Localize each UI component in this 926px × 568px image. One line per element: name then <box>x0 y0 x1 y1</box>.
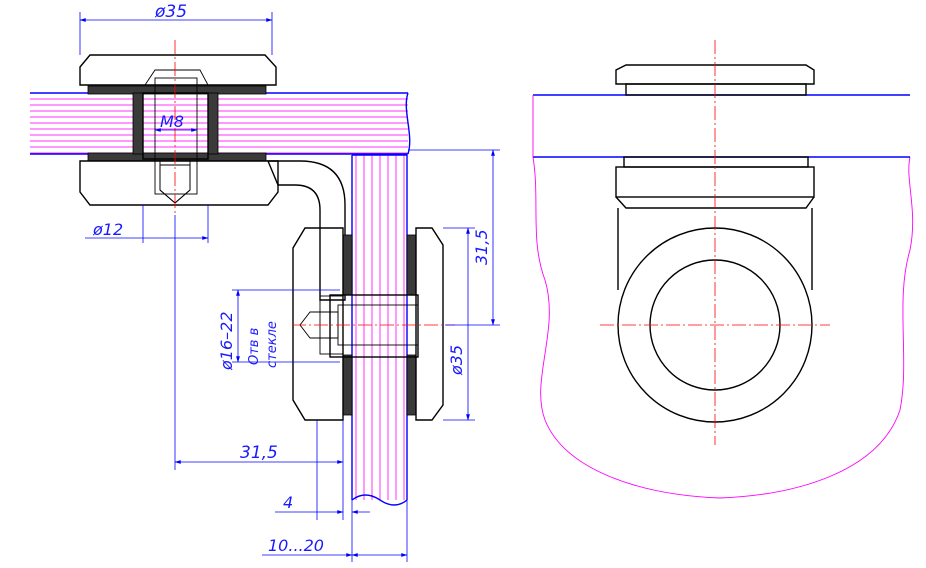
dim-hole-diameter: ø16–22 <box>217 311 236 371</box>
sleeve-left <box>132 92 144 155</box>
dim-top-diameter: ø35 <box>154 2 187 22</box>
dim-bolt-diameter: ø12 <box>92 220 123 239</box>
top-gasket <box>87 85 267 95</box>
dim-height: 31,5 <box>472 229 491 265</box>
dim-clamp-diameter: ø35 <box>447 345 466 376</box>
hole-note-line1: Отв в <box>247 328 262 365</box>
upper-glass-section <box>30 92 411 155</box>
lower-clamp <box>79 160 279 206</box>
hole-note-line2: стекле <box>265 321 280 368</box>
vgasket-ld <box>342 354 353 416</box>
vertical-bolt <box>299 294 419 358</box>
bent-arm <box>266 160 346 301</box>
bottom-gasket <box>87 152 267 162</box>
dimension-lines <box>79 12 500 562</box>
vertical-glass <box>351 154 408 506</box>
right-view <box>532 40 914 499</box>
top-cap <box>79 54 277 86</box>
right-disk <box>415 227 444 421</box>
vgasket-rd <box>406 354 417 416</box>
dim-offset: 31,5 <box>240 443 278 463</box>
dim-glass-thickness: 10...20 <box>268 536 324 555</box>
vgasket-ru <box>406 234 417 296</box>
sleeve-right <box>207 92 219 155</box>
bolt-body <box>142 77 209 204</box>
dim-gap: 4 <box>283 493 293 512</box>
dim-thread: M8 <box>160 112 184 131</box>
vgasket-lu <box>342 234 353 296</box>
